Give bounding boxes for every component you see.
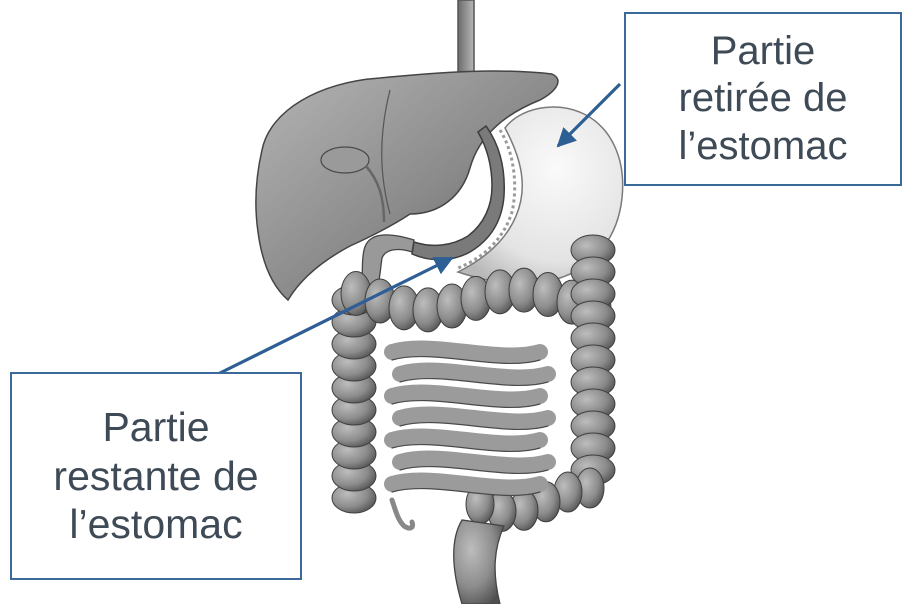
label-removed-part: Partie retirée de l’estomac [624,12,902,186]
appendix [392,500,413,528]
small-intestine-loop [392,349,540,356]
small-intestine [392,349,548,496]
label-removed-line-2: retirée de [679,75,848,122]
small-intestine-loop [400,415,548,422]
small-intestine-loop [392,481,540,488]
label-removed-line-1: Partie [711,28,816,75]
small-intestine-loop [392,393,540,400]
rectum [454,520,504,604]
label-remaining-line-3: l’estomac [69,500,242,548]
gallbladder [321,147,369,173]
label-remaining-part: Partie restante de l’estomac [10,372,302,580]
small-intestine-loop [392,437,540,444]
label-remaining-line-2: restante de [53,452,258,500]
label-removed-line-3: l’estomac [679,123,848,170]
label-remaining-line-1: Partie [102,403,209,451]
small-intestine-loop [400,371,548,378]
small-intestine-loop [400,459,548,466]
